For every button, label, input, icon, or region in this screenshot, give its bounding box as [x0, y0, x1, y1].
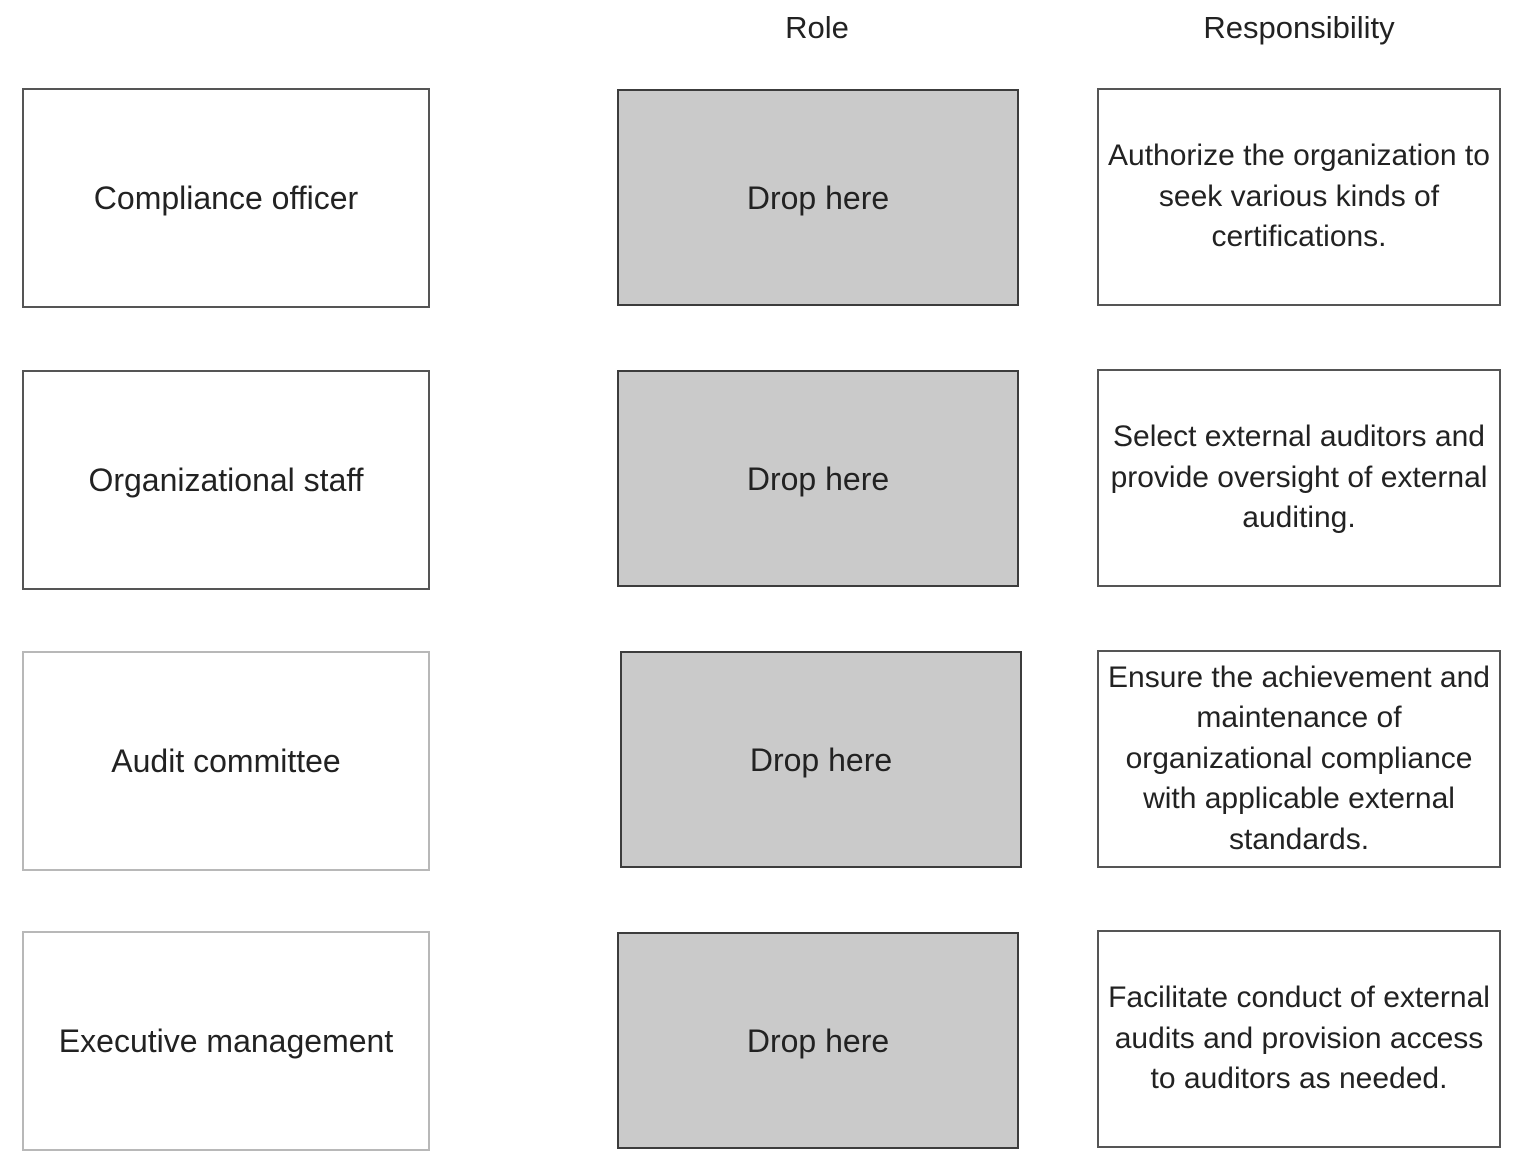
option-organizational-staff[interactable]: Organizational staff	[22, 370, 430, 590]
drop-placeholder: Drop here	[746, 1022, 890, 1059]
responsibility-box-3: Ensure the achievement and maintenance o…	[1097, 650, 1501, 868]
responsibility-box-4: Facilitate conduct of external audits an…	[1097, 930, 1501, 1148]
option-executive-management[interactable]: Executive management	[22, 931, 430, 1151]
option-compliance-officer[interactable]: Compliance officer	[22, 88, 430, 308]
option-label: Audit committee	[111, 743, 341, 779]
drop-placeholder: Drop here	[746, 179, 890, 216]
option-label: Executive management	[58, 1023, 394, 1059]
option-label: Organizational staff	[88, 462, 364, 498]
responsibility-text: Facilitate conduct of external audits an…	[1108, 981, 1490, 1096]
responsibility-text: Ensure the achievement and maintenance o…	[1108, 660, 1490, 856]
responsibility-box-2: Select external auditors and provide ove…	[1097, 369, 1501, 587]
role-drop-target-1[interactable]: Drop here	[617, 89, 1019, 306]
role-column-header: Role	[785, 10, 849, 45]
responsibility-box-1: Authorize the organization to seek vario…	[1097, 88, 1501, 306]
option-label: Compliance officer	[93, 180, 359, 216]
role-drop-target-2[interactable]: Drop here	[617, 370, 1019, 587]
option-audit-committee[interactable]: Audit committee	[22, 651, 430, 871]
responsibility-column-header: Responsibility	[1203, 10, 1395, 45]
role-drop-target-3[interactable]: Drop here	[620, 651, 1022, 868]
responsibility-text: Select external auditors and provide ove…	[1110, 420, 1488, 535]
responsibility-text: Authorize the organization to seek vario…	[1108, 139, 1490, 254]
drop-placeholder: Drop here	[749, 741, 893, 778]
role-drop-target-4[interactable]: Drop here	[617, 932, 1019, 1149]
drop-placeholder: Drop here	[746, 460, 890, 497]
